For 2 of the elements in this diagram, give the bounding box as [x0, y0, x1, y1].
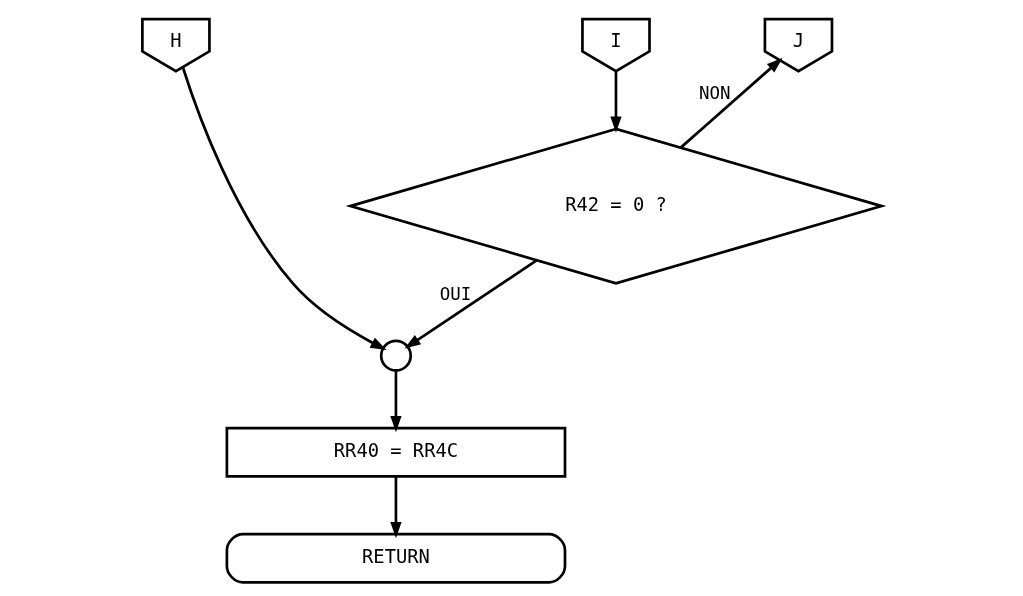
edge-label: NON: [698, 83, 731, 104]
edge-label: OUI: [439, 283, 471, 304]
